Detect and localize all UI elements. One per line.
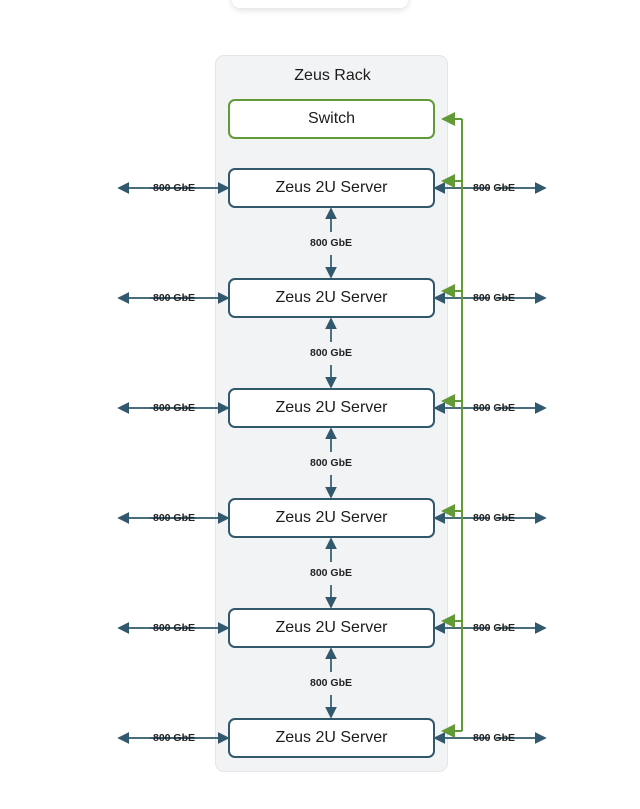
rack-title: Zeus Rack [294,67,371,84]
inter-server-label-1: 800 GbE [309,237,353,249]
node-server-3[interactable]: Zeus 2U Server [228,388,435,428]
inter-server-label-2: 800 GbE [309,347,353,359]
link-label-left-6: 800 GbE [152,732,196,744]
node-server-6[interactable]: Zeus 2U Server [228,718,435,758]
node-server-4[interactable]: Zeus 2U Server [228,498,435,538]
inter-server-label-3: 800 GbE [309,457,353,469]
link-label-right-2: 800 GbE [472,292,516,304]
link-label-right-4: 800 GbE [472,512,516,524]
link-label-right-6: 800 GbE [472,732,516,744]
link-label-right-1: 800 GbE [472,182,516,194]
inter-server-label-5: 800 GbE [309,677,353,689]
node-server-5[interactable]: Zeus 2U Server [228,608,435,648]
partial-card-above [232,0,408,8]
link-label-right-5: 800 GbE [472,622,516,634]
link-label-left-2: 800 GbE [152,292,196,304]
link-label-right-3: 800 GbE [472,402,516,414]
link-label-left-5: 800 GbE [152,622,196,634]
node-switch[interactable]: Switch [228,99,435,139]
node-server-1[interactable]: Zeus 2U Server [228,168,435,208]
link-label-left-4: 800 GbE [152,512,196,524]
link-label-left-1: 800 GbE [152,182,196,194]
link-label-left-3: 800 GbE [152,402,196,414]
inter-server-label-4: 800 GbE [309,567,353,579]
node-server-2[interactable]: Zeus 2U Server [228,278,435,318]
